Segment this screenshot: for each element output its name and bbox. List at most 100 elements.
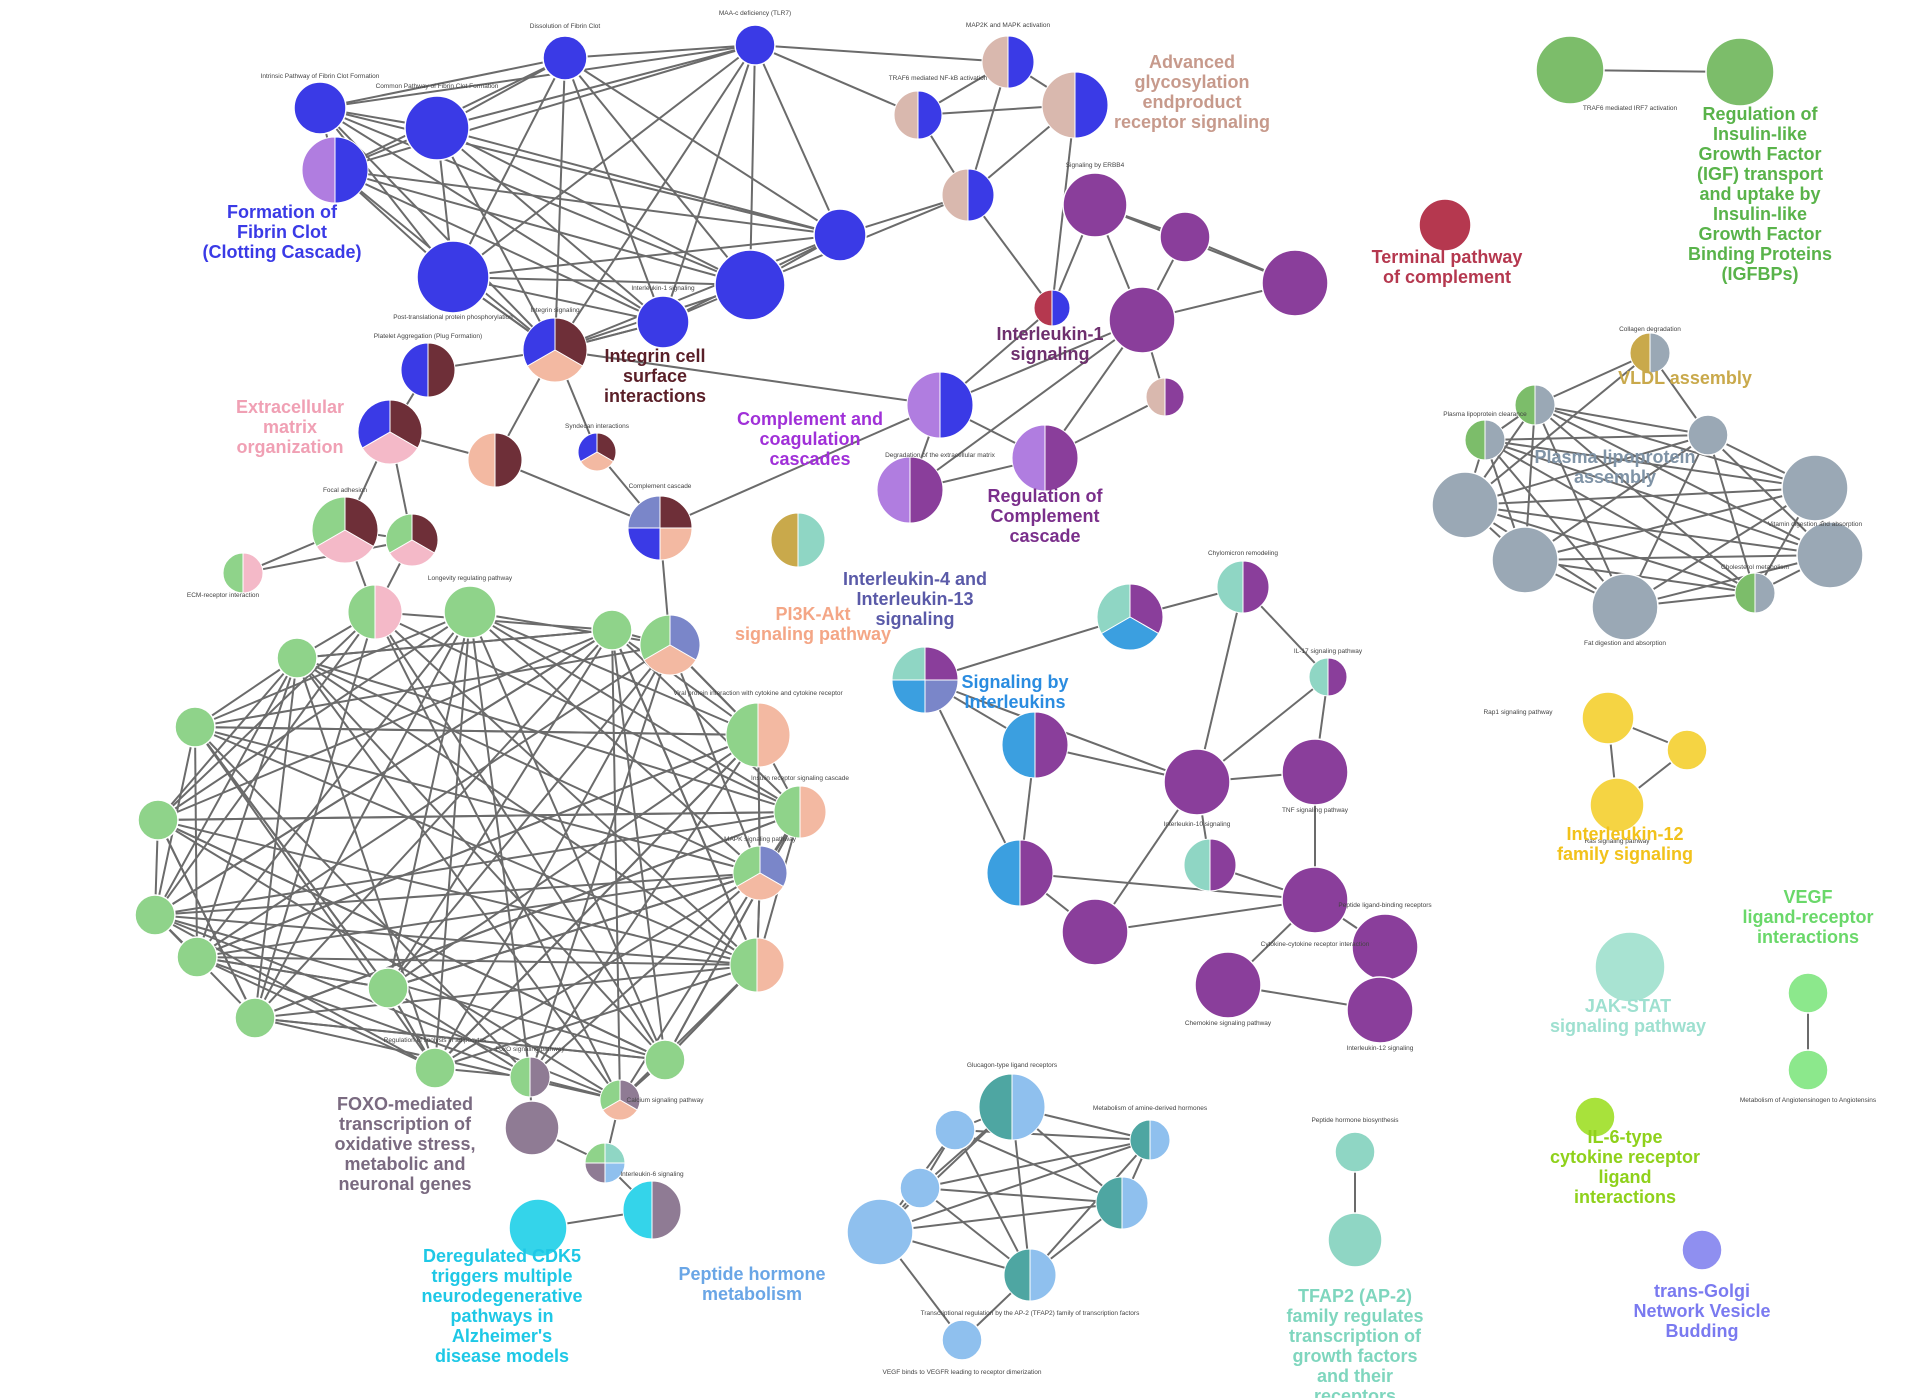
node-f2[interactable] — [504, 1100, 560, 1156]
node-n1[interactable] — [1681, 1229, 1723, 1271]
node-a1[interactable] — [1334, 1131, 1376, 1173]
node-i14[interactable] — [1346, 976, 1414, 1044]
node-f6[interactable] — [508, 1198, 568, 1258]
node-h7[interactable] — [1003, 1248, 1057, 1302]
node-g2[interactable] — [1705, 37, 1775, 107]
node-f3[interactable] — [599, 1079, 641, 1121]
node-e15[interactable] — [414, 1047, 456, 1089]
node-m1[interactable] — [522, 317, 588, 383]
node-l1[interactable] — [1574, 1096, 1616, 1138]
node-v1[interactable] — [1787, 972, 1829, 1014]
node-f4[interactable] — [584, 1142, 626, 1184]
node-m9[interactable] — [627, 495, 693, 561]
node-m8[interactable] — [222, 552, 264, 594]
node-s4[interactable] — [1687, 414, 1729, 456]
node-h8[interactable] — [941, 1319, 983, 1361]
node-e9[interactable] — [732, 845, 788, 901]
node-r3[interactable] — [1041, 71, 1109, 139]
node-v2[interactable] — [1787, 1049, 1829, 1091]
node-i1[interactable] — [1096, 583, 1164, 651]
node-a2[interactable] — [1327, 1212, 1383, 1268]
node-s3[interactable] — [1464, 419, 1506, 461]
node-s5[interactable] — [1431, 471, 1499, 539]
node-b8[interactable] — [714, 249, 786, 321]
node-p2[interactable] — [1159, 211, 1211, 263]
node-b5[interactable] — [301, 136, 369, 204]
node-i5[interactable] — [1001, 711, 1069, 779]
node-i2[interactable] — [891, 646, 959, 714]
node-e11[interactable] — [176, 936, 218, 978]
node-m6[interactable] — [311, 496, 379, 564]
node-g1[interactable] — [1535, 35, 1605, 105]
node-b9[interactable] — [636, 295, 690, 349]
node-p1[interactable] — [1062, 172, 1128, 238]
node-e6[interactable] — [137, 799, 179, 841]
node-h1[interactable] — [978, 1073, 1046, 1141]
node-r1[interactable] — [981, 35, 1035, 89]
node-f1[interactable] — [509, 1056, 551, 1098]
node-b2[interactable] — [404, 95, 470, 161]
node-s10[interactable] — [1734, 572, 1776, 614]
node-m7[interactable] — [385, 513, 439, 567]
node-f5[interactable] — [622, 1180, 682, 1240]
node-b4[interactable] — [734, 24, 776, 66]
node-m4[interactable] — [467, 432, 523, 488]
node-h2[interactable] — [934, 1109, 976, 1151]
node-e8[interactable] — [773, 785, 827, 839]
node-e1[interactable] — [443, 585, 497, 639]
node-y2[interactable] — [1666, 729, 1708, 771]
node-i6[interactable] — [1163, 748, 1231, 816]
node-s9[interactable] — [1591, 573, 1659, 641]
node-b3[interactable] — [542, 35, 588, 81]
node-b1[interactable] — [293, 81, 347, 135]
node-i3[interactable] — [1216, 560, 1270, 614]
node-y3[interactable] — [1589, 777, 1645, 833]
node-p3[interactable] — [1261, 249, 1329, 317]
node-e2[interactable] — [591, 609, 633, 651]
node-s8[interactable] — [1796, 521, 1864, 589]
node-h3[interactable] — [1129, 1119, 1171, 1161]
node-e16[interactable] — [644, 1039, 686, 1081]
node-m10[interactable] — [347, 584, 403, 640]
node-b7[interactable] — [813, 208, 867, 262]
node-t1[interactable] — [1418, 198, 1472, 252]
node-h6[interactable] — [846, 1198, 914, 1266]
node-i4[interactable] — [1308, 657, 1348, 697]
node-h5[interactable] — [1095, 1176, 1149, 1230]
node-e7[interactable] — [725, 702, 791, 768]
node-slice — [773, 785, 801, 839]
node-y1[interactable] — [1581, 691, 1635, 745]
node-e10[interactable] — [134, 894, 176, 936]
node-e5[interactable] — [174, 706, 216, 748]
node-i11[interactable] — [1281, 866, 1349, 934]
node-e4[interactable] — [276, 637, 318, 679]
node-h4[interactable] — [899, 1167, 941, 1209]
node-k1[interactable] — [770, 512, 826, 568]
node-b6[interactable] — [416, 240, 490, 314]
node-m2[interactable] — [400, 342, 456, 398]
node-e12[interactable] — [729, 937, 785, 993]
node-p8[interactable] — [1011, 424, 1079, 492]
node-s7[interactable] — [1491, 526, 1559, 594]
node-r5[interactable] — [1033, 289, 1071, 327]
node-e13[interactable] — [367, 967, 409, 1009]
node-i8[interactable] — [1183, 838, 1237, 892]
node-i9[interactable] — [986, 839, 1054, 907]
node-s6[interactable] — [1781, 454, 1849, 522]
node-m3[interactable] — [357, 399, 423, 465]
node-p7[interactable] — [876, 456, 944, 524]
node-m5[interactable] — [577, 432, 617, 472]
node-s2[interactable] — [1514, 384, 1556, 426]
node-s1[interactable] — [1629, 332, 1671, 374]
node-i7[interactable] — [1281, 738, 1349, 806]
node-r2[interactable] — [893, 90, 943, 140]
node-j1[interactable] — [1594, 931, 1666, 1003]
node-i12[interactable] — [1194, 951, 1262, 1019]
node-p6[interactable] — [906, 371, 974, 439]
node-i10[interactable] — [1061, 898, 1129, 966]
node-e14[interactable] — [234, 997, 276, 1039]
node-p4[interactable] — [1108, 286, 1176, 354]
node-p5[interactable] — [1145, 377, 1185, 417]
node-r4[interactable] — [941, 168, 995, 222]
node-e3[interactable] — [639, 614, 701, 676]
